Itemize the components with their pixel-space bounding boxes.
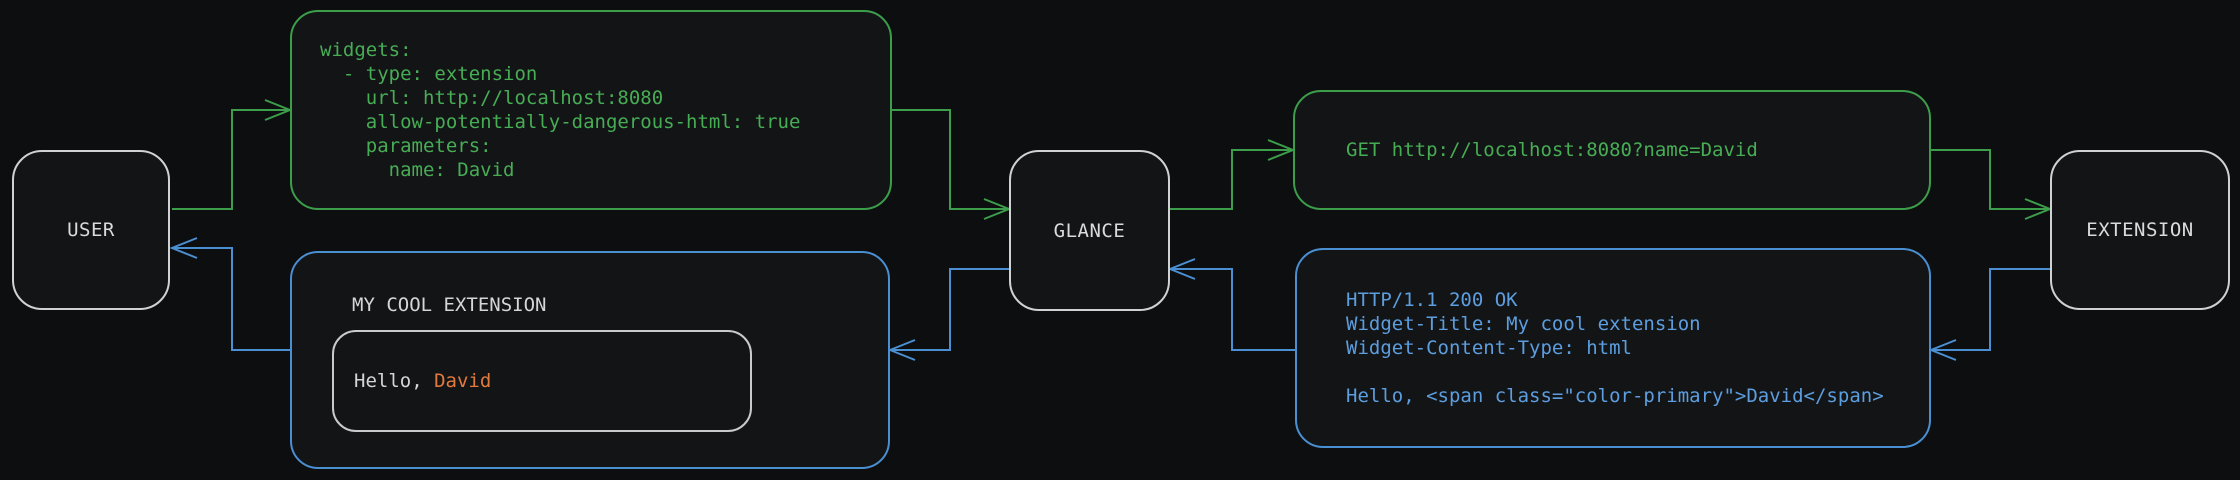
node-user: USER (12, 150, 170, 310)
widget-greeting-prefix: Hello, (354, 370, 435, 392)
http-response-box: HTTP/1.1 200 OK Widget-Title: My cool ex… (1295, 248, 1931, 448)
node-user-label: USER (67, 219, 115, 241)
node-glance-label: GLANCE (1053, 219, 1126, 242)
edge-request-to-extension (1931, 149, 2053, 220)
http-response-code: HTTP/1.1 200 OK Widget-Title: My cool ex… (1346, 289, 1884, 407)
edge-widget-to-user (169, 237, 290, 351)
edge-glance-to-request (1170, 139, 1296, 210)
widget-greeting: Hello, David (334, 369, 491, 393)
node-extension-label: EXTENSION (2086, 219, 2194, 241)
edge-glance-to-widget (887, 268, 1009, 361)
widget-greeting-name: David (434, 370, 492, 392)
edge-response-to-glance (1167, 258, 1295, 351)
widget-preview-box: MY COOL EXTENSION Hello, David (290, 251, 890, 469)
node-extension: EXTENSION (2050, 150, 2230, 310)
edge-user-to-config (172, 99, 293, 210)
node-glance: GLANCE (1009, 150, 1170, 311)
edge-config-to-glance (892, 109, 1012, 220)
get-request-box: GET http://localhost:8080?name=David (1293, 90, 1931, 210)
widget-preview-title: MY COOL EXTENSION (352, 294, 547, 316)
get-request-code: GET http://localhost:8080?name=David (1346, 139, 1758, 161)
yaml-config-box: widgets: - type: extension url: http://l… (290, 10, 892, 210)
yaml-config-code: widgets: - type: extension url: http://l… (320, 39, 801, 181)
widget-preview-frame: Hello, David (332, 330, 752, 432)
edge-extension-to-response (1928, 268, 2050, 361)
